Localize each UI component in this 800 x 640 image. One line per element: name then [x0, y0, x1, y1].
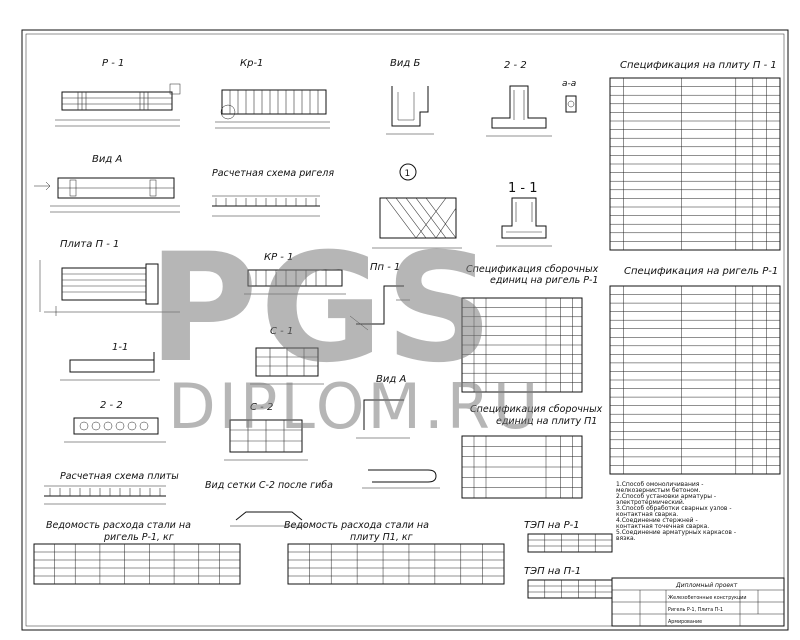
section-a-a-drawing: [565, 95, 577, 113]
grid-bend-drawing: [230, 511, 306, 527]
section-title-1-1-big: 1 - 1: [508, 181, 538, 196]
section-title-1-1: 1-1: [112, 342, 128, 353]
spec-rigel-top-title: Спецификация на ригель Р-1: [624, 266, 778, 277]
steel-rigel-table: [33, 543, 241, 585]
spec-plate-top-title: Спецификация на плиту П - 1: [620, 60, 777, 71]
note-part: электротермический.: [616, 499, 685, 506]
grid-s2-drawing: [224, 419, 308, 461]
steel-r-border: [33, 543, 241, 585]
title-block: Дипломный проект Железобетонные конструк…: [611, 577, 785, 627]
view-title-p1: P - 1: [102, 58, 124, 69]
section-title-2-2-top: 2 - 2: [504, 60, 527, 71]
plate-p1-drawing: [39, 260, 180, 316]
grid-view-title: Вид сетки С-2 после гиба: [205, 480, 333, 491]
note-part: вязка.: [616, 535, 636, 542]
spec-rigel-table: [609, 285, 781, 475]
note-line-2: 2.Способ установки арматуры -электротерм…: [616, 493, 716, 506]
vid-a2-drawing: [356, 399, 410, 439]
spec-assembly-p1-title-text-line2: единиц на плиту П1: [496, 416, 597, 427]
grid-s1-drawing: [250, 347, 324, 385]
steel-plate-title-line1: Ведомость расхода стали на: [284, 520, 429, 531]
note-part: 1.Способ омоноличивания -: [616, 481, 703, 488]
tep-p1-title: ТЭП на П-1: [524, 566, 581, 577]
view-title-s1: С - 1: [270, 326, 293, 337]
tep-p1-border: [527, 579, 613, 599]
tep-r1-title: ТЭП на Р-1: [524, 520, 580, 531]
view-title-vid-a: Вид А: [92, 154, 122, 165]
plate-scheme-drawing: [44, 485, 166, 505]
tep-p1-table: [527, 579, 613, 599]
beam-p1-elevation: [55, 83, 181, 127]
view-title-s2: С - 2: [250, 402, 273, 413]
note-line-4: 4.Соединение стержней -контактная точечн…: [616, 517, 709, 530]
view-title-plita: Плита П - 1: [60, 239, 119, 250]
section-2-2-top-drawing: [486, 85, 552, 137]
watermark-diplom-ru: DIPLOM.RU: [168, 370, 541, 443]
note-part: мелкозернистым бетоном.: [616, 487, 701, 494]
note-line-5: 5.Соединение арматурных каркасов -вязка.: [616, 529, 736, 542]
notes-block: 1.Способ омоноличивания -мелкозернистым …: [616, 481, 736, 542]
section-1-1-drawing: [60, 352, 160, 381]
note-part: 5.Соединение арматурных каркасов -: [616, 529, 736, 536]
note-line-1: 1.Способ омоноличивания -мелкозернистым …: [616, 481, 703, 494]
spec-assembly-r1-title-text-line2: единиц на ригель Р-1: [490, 275, 598, 286]
section-1-1-big-drawing: [496, 197, 552, 247]
spec-plate-table: [609, 77, 781, 251]
detail-1-marker: [399, 163, 417, 181]
view-title-kr-1: КР - 1: [264, 252, 293, 263]
steel-rigel-title-line2: ригель Р-1, кг: [103, 532, 175, 543]
note-part: контактная сварка.: [616, 511, 678, 518]
steel-rigel-title-line1: Ведомость расхода стали на: [46, 520, 191, 531]
detail-1-drawing: [372, 197, 462, 249]
rigel-scheme-drawing: [212, 195, 320, 217]
stamp-line-3: Ригель Р-1, Плита П-1: [668, 607, 723, 613]
view-title-kr1: Кр-1: [240, 58, 263, 69]
spec-assembly-r1-title: Спецификация сборочных единиц на ригель …: [466, 264, 601, 286]
hook-detail-drawing: [362, 469, 440, 489]
outer-frame: [21, 29, 789, 631]
note-part: контактная точечная сварка.: [616, 523, 709, 530]
rigel-scheme-title: Расчетная схема ригеля: [212, 168, 334, 179]
vid-b-drawing: [386, 86, 434, 135]
spec-assembly-p1-table: [461, 435, 583, 499]
section-title-2-2-bottom: 2 - 2: [100, 400, 123, 411]
spec-assembly-p1-title-text: Спецификация сборочных: [470, 404, 603, 415]
spec-assembly-r1-title-text: Спецификация сборочных: [466, 264, 599, 275]
steel-plate-table: [287, 543, 505, 585]
steel-p-border: [287, 543, 505, 585]
steel-plate-title-line2: плиту П1, кг: [350, 532, 414, 543]
note-part: 3.Способ обработки сварных узлов -: [616, 505, 732, 512]
detail-1-label: 1: [405, 169, 411, 179]
note-part: 4.Соединение стержней -: [616, 517, 698, 524]
stamp-title: Дипломный проект: [675, 582, 738, 589]
stamp-line-4: Армирование: [668, 619, 702, 625]
frame-kr-1-drawing: [244, 269, 346, 295]
note-part: 2.Способ установки арматуры -: [616, 493, 716, 500]
tep-r1-table: [527, 533, 613, 553]
watermark-pgs: PGS: [148, 222, 495, 396]
spec-assembly-r1-table: [461, 297, 583, 393]
spec-assembly-p1-title: Спецификация сборочных единиц на плиту П…: [470, 404, 605, 427]
stamp-line-2: Железобетонные конструкции: [668, 595, 746, 601]
section-2-2-drawing: [64, 417, 166, 443]
plate-scheme-title: Расчетная схема плиты: [60, 471, 179, 482]
tep-r1-border: [527, 533, 613, 553]
note-line-3: 3.Способ обработки сварных узлов -контак…: [616, 505, 732, 518]
beam-vid-a-drawing: [34, 177, 180, 213]
pp1-drawing: [349, 285, 410, 331]
section-title-a-a: а-а: [562, 79, 576, 89]
inner-frame: [25, 33, 785, 627]
view-title-vid-b: Вид Б: [390, 58, 420, 69]
view-title-vid-a2: Вид А: [376, 374, 406, 385]
view-title-pp1: Пп - 1: [370, 262, 400, 273]
frame-kr1-drawing: [215, 89, 330, 129]
